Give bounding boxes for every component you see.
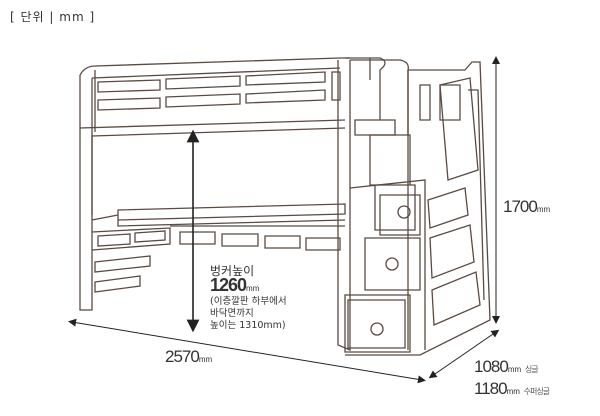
- height-dimension-label: 1700mm: [503, 197, 551, 216]
- depth-super-single-label: 1180mm 수퍼싱글: [474, 379, 550, 398]
- depth-dimension-line: [428, 329, 500, 379]
- width-dimension-label: 2570mm: [165, 347, 213, 366]
- bed-frame: [79, 57, 491, 356]
- dimension-lines: [68, 56, 500, 384]
- unit-label: [ 단위 | mm ]: [10, 10, 96, 24]
- bunk-height-value: 1260mm: [210, 275, 260, 295]
- depth-single-label: 1080mm 싱글: [474, 357, 539, 376]
- width-dimension-line: [68, 318, 426, 384]
- bunk-height-note: (이층깔판 하부에서 바닥면까지 높이는 1310mm): [210, 296, 287, 331]
- bunk-height-title: 벙커높이: [210, 264, 255, 278]
